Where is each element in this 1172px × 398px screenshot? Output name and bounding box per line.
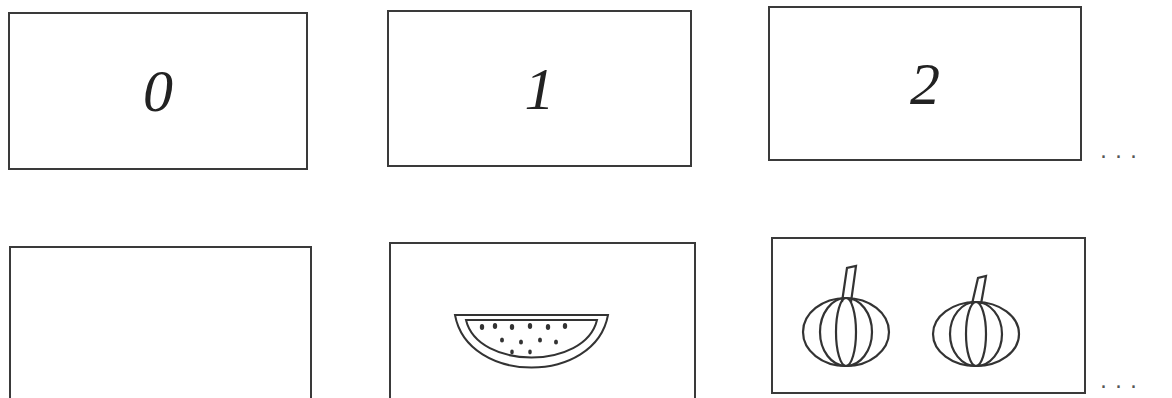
watermelon-card xyxy=(390,243,695,398)
number-card: 1 xyxy=(387,10,692,167)
continuation-dots: ... xyxy=(1100,140,1145,162)
pumpkin-card xyxy=(772,238,1085,393)
empty-card xyxy=(10,247,311,398)
pumpkin xyxy=(803,266,889,366)
card-number: 0 xyxy=(143,61,173,121)
pumpkin xyxy=(933,276,1019,366)
continuation-dots: ... xyxy=(1100,370,1145,392)
watermelon-slice xyxy=(455,315,608,368)
number-card: 0 xyxy=(8,12,308,170)
card-number: 2 xyxy=(910,54,940,114)
number-card: 2 xyxy=(768,6,1082,161)
card-number: 1 xyxy=(525,59,555,119)
